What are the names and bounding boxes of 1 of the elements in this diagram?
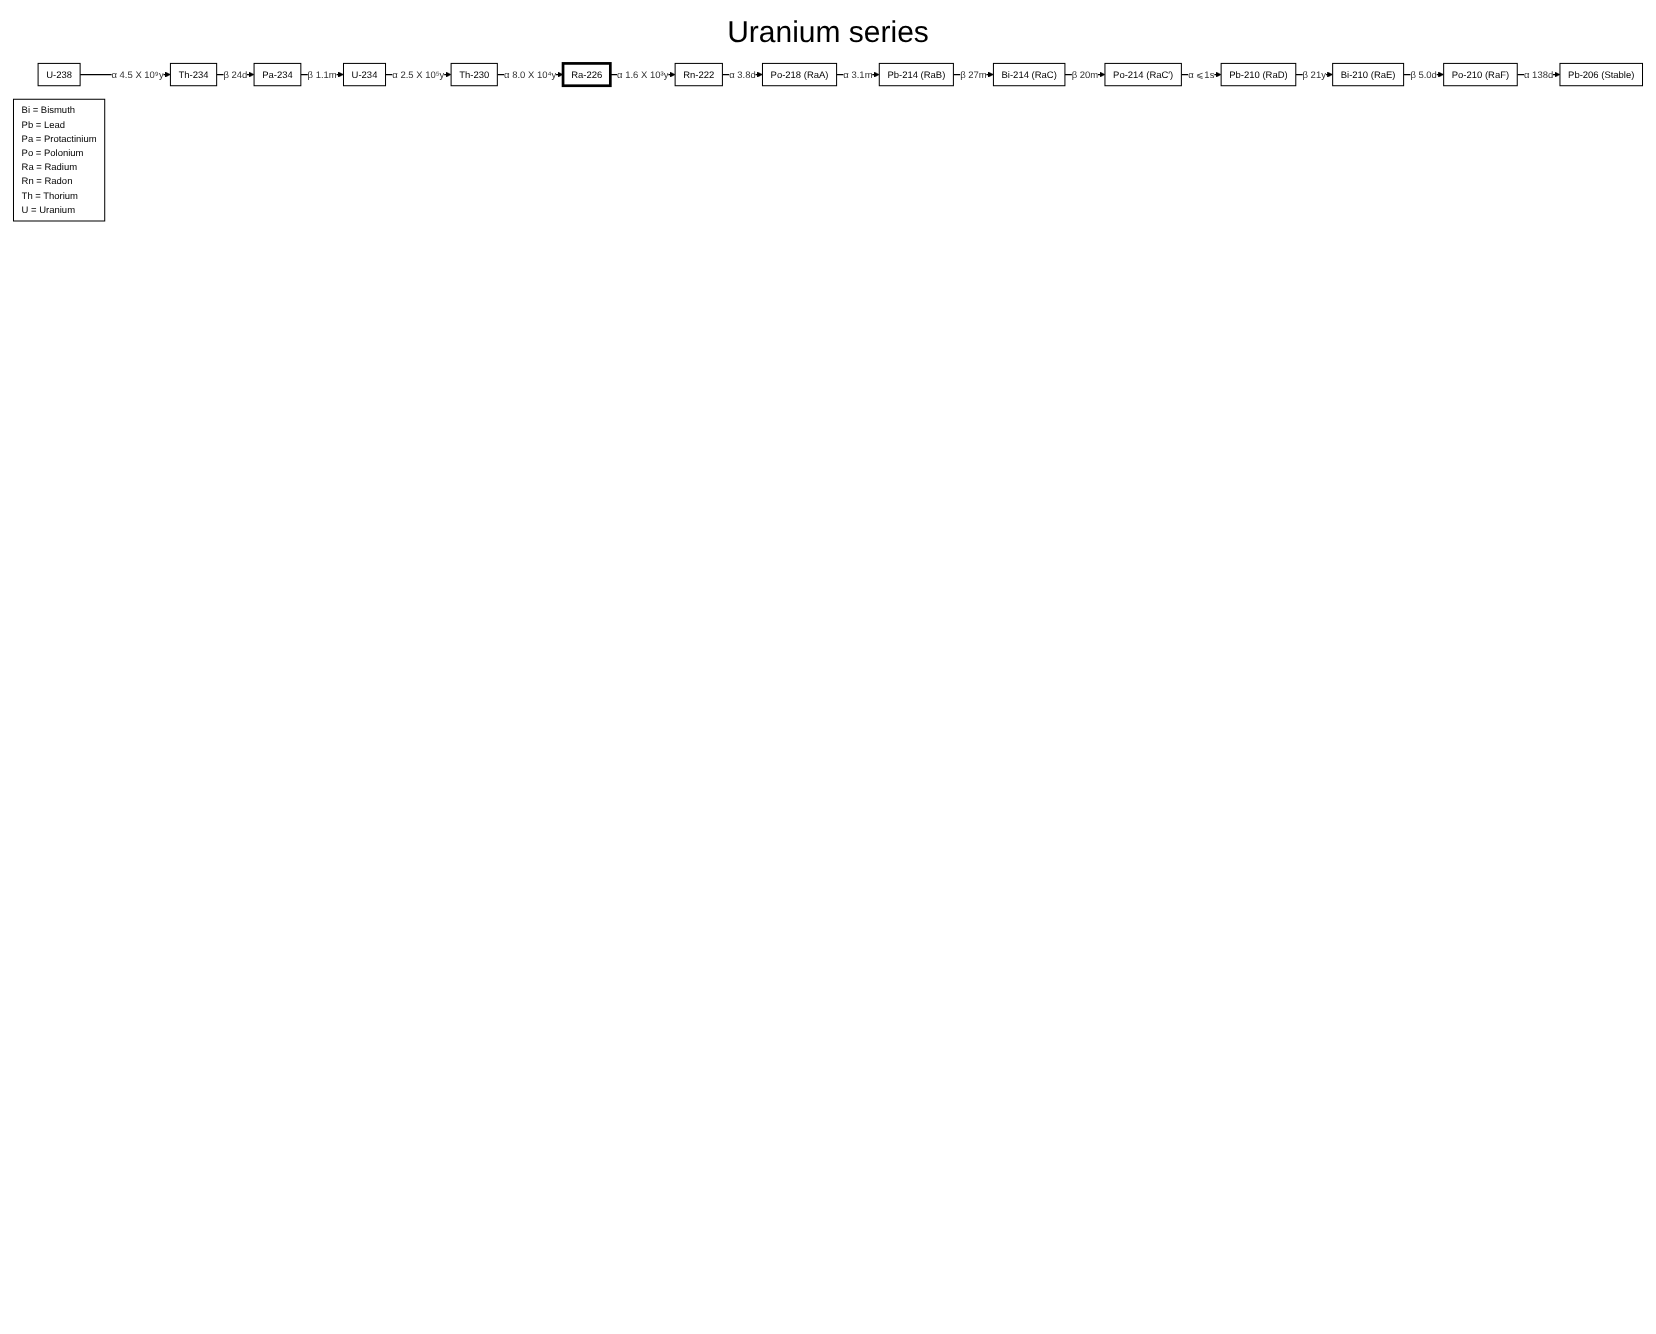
diagram-title: Uranium series <box>725 16 931 50</box>
